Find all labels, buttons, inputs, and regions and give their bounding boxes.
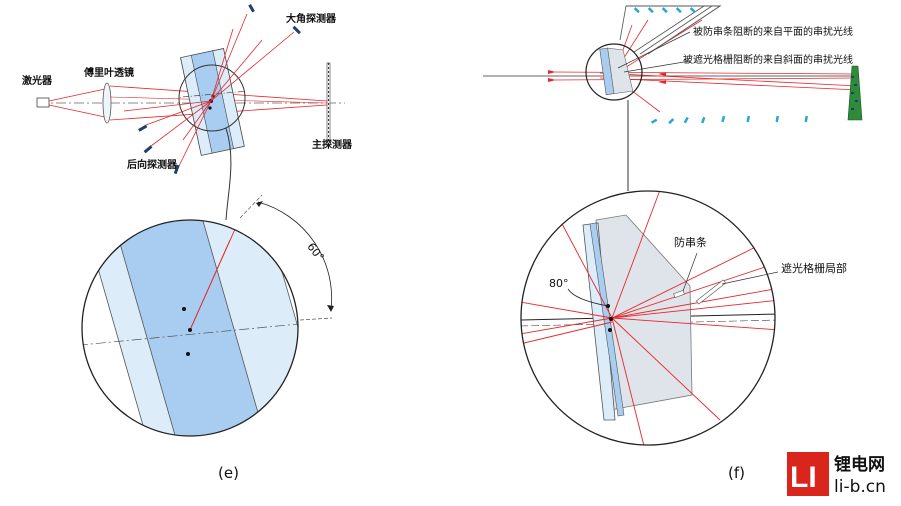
zoom-connector: [225, 127, 232, 221]
beam-arrow: [548, 70, 556, 74]
main-detector-array: [326, 62, 331, 144]
laser-icon: [36, 97, 50, 108]
particle-dot: [188, 328, 192, 332]
label-main-detector: 主探测器: [312, 138, 353, 151]
particle-dot: [608, 328, 612, 332]
zoom-circle-small: [178, 64, 246, 132]
detector-bracket: [626, 5, 722, 55]
beam-arrow: [658, 72, 666, 76]
label-wide-angle-detector: 大角探测器: [286, 12, 337, 25]
laser-beam-upper: [48, 88, 106, 102]
label-shading-grid-part: 遮光格栅局部: [781, 261, 847, 275]
particle-dot: [182, 307, 186, 311]
caption-e: (e): [218, 464, 239, 482]
detector-icon: [138, 124, 148, 132]
caption-f: (f): [728, 464, 745, 482]
leader-line: [617, 31, 691, 69]
label-stray-light-bevel: 被遮光格栅阻断的来自斜面的串扰光线: [683, 53, 853, 66]
wide-angle-detectors: [248, 4, 301, 35]
angle-arrow-head: [327, 305, 334, 312]
zoom-optical-axis: [82, 319, 298, 348]
logo-site-name: 锂电网: [834, 454, 885, 475]
particle-dot: [609, 317, 613, 321]
detector-icon: [143, 145, 153, 154]
fourier-lens-icon: [102, 82, 112, 124]
anti-crosstalk-strip: [673, 290, 685, 298]
label-angle-e: 60°: [304, 240, 326, 263]
angle-arrow-head: [256, 201, 263, 207]
label-anti-crosstalk-strip: 防串条: [674, 235, 707, 249]
label-angle-f: 80°: [549, 277, 569, 290]
laser-beam-lower: [48, 104, 106, 118]
site-logo: LI 锂电网 li-b.cn: [787, 452, 886, 497]
leader-line: [682, 252, 698, 292]
shading-grid-part: [695, 279, 727, 305]
detector-icon: [292, 25, 301, 35]
main-detector-array-f: [847, 65, 863, 121]
detector-icon: [248, 4, 255, 13]
zoom-normal-ray: [189, 239, 231, 331]
beam-arrow: [658, 80, 666, 84]
zoom-view-f: [521, 191, 775, 445]
angle-arc: [257, 201, 332, 311]
logo-mark: [787, 452, 829, 496]
leader-line: [721, 271, 779, 285]
back-detectors: [138, 124, 180, 175]
label-fourier-lens: 傅里叶透镜: [83, 66, 134, 79]
label-stray-light-flat: 被防串条阻断的来自平面的串扰光线: [693, 25, 853, 38]
top-detectors: [633, 7, 696, 14]
leader-line: [623, 60, 691, 73]
zoom-circle-large: [81, 219, 299, 437]
label-laser: 激光器: [22, 74, 53, 87]
detector-icon: [173, 164, 180, 175]
bottom-detectors: [650, 115, 808, 125]
particle-dot: [186, 352, 190, 356]
zoom-circle-large-f: [520, 190, 776, 446]
scattered-rays: [123, 13, 295, 169]
angle-arc-f: [567, 288, 609, 307]
zoom-circle-small-f: [585, 43, 643, 101]
beam-arrow: [548, 78, 556, 82]
panel-e: 激光器 傅里叶透镜 大角探测器 主探测器 后向探测器 60° (e): [22, 4, 353, 482]
angle-reference-line: [239, 194, 263, 219]
label-back-detector: 后向探测器: [127, 158, 178, 171]
panel-f: 被防串条阻断的来自平面的串扰光线 被遮光格栅阻断的来自斜面的串扰光线: [483, 5, 863, 482]
logo-url: li-b.cn: [834, 477, 886, 497]
angle-reference-line: [299, 317, 333, 321]
particle-dot: [208, 106, 212, 110]
logo-mark-text: LI: [790, 461, 817, 494]
